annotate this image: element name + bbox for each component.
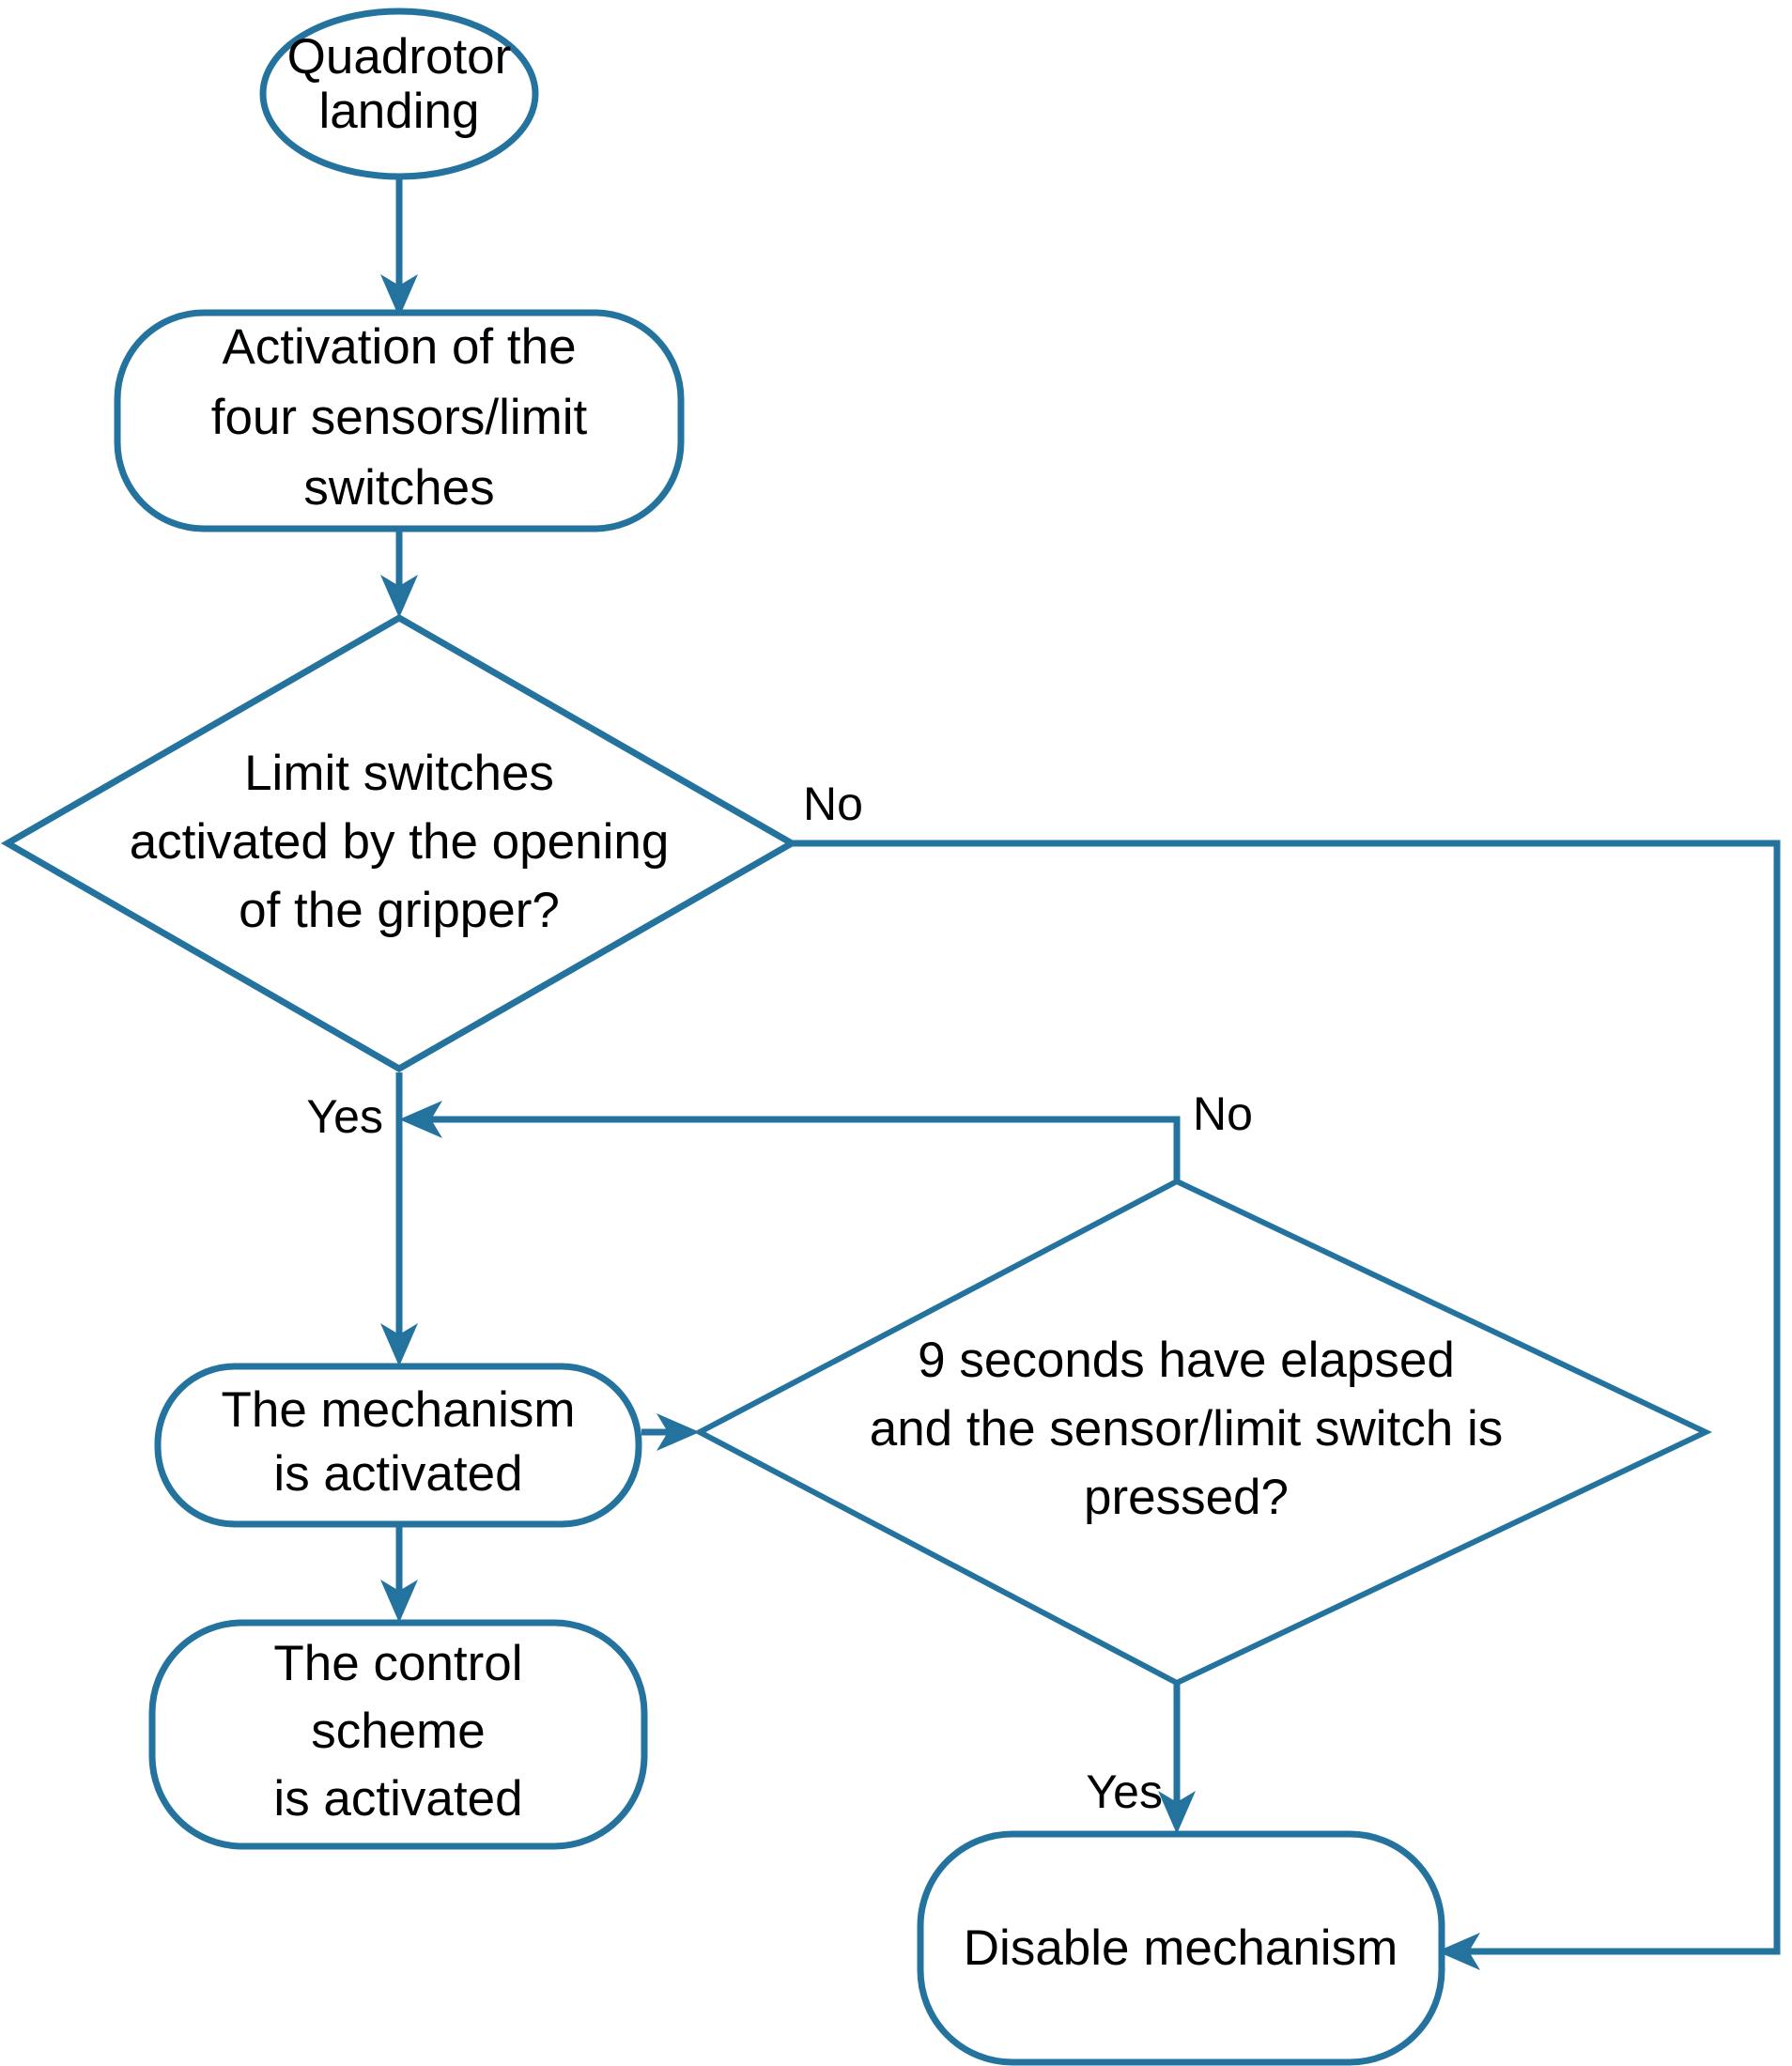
edge-activation-to-limit-decision: [380, 529, 418, 618]
node-control-scheme-line-1: The control: [273, 1636, 522, 1691]
node-timer-decision-line-1: 9 seconds have elapsed: [918, 1333, 1455, 1388]
edge-mechanism-to-timer: [641, 1413, 700, 1451]
edge-timer-decision-yes: [1158, 1683, 1196, 1834]
edge-limit-decision-no: [792, 840, 1781, 1970]
edge-mechanism-to-control-scheme: [380, 1523, 418, 1623]
node-mechanism-activated-line-1: The mechanism: [221, 1382, 575, 1438]
edge-label-timer-no: No: [1193, 1087, 1253, 1140]
node-quadrotor-landing-line-1: Quadrotor: [287, 29, 512, 85]
node-activation-sensors[interactable]: Activation of the four sensors/limit swi…: [114, 309, 685, 532]
node-control-scheme[interactable]: The control scheme is activated: [148, 1619, 648, 1850]
node-limit-switch-decision-line-2: activated by the opening: [130, 814, 670, 870]
edge-label-timer-yes: Yes: [1086, 1765, 1163, 1818]
node-limit-switch-decision[interactable]: Limit switches activated by the opening …: [0, 613, 799, 1073]
node-activation-sensors-line-2: four sensors/limit: [211, 390, 588, 445]
node-timer-decision-line-3: pressed?: [1084, 1470, 1289, 1525]
node-quadrotor-landing[interactable]: Quadrotor landing: [259, 8, 539, 180]
node-disable-mechanism[interactable]: Disable mechanism: [917, 1830, 1445, 2066]
node-mechanism-activated-line-2: is activated: [273, 1446, 522, 1502]
node-activation-sensors-line-1: Activation of the: [222, 319, 576, 375]
node-mechanism-activated[interactable]: The mechanism is activated: [154, 1363, 642, 1528]
node-quadrotor-landing-line-2: landing: [319, 84, 480, 139]
node-control-scheme-line-3: is activated: [273, 1771, 522, 1827]
node-disable-mechanism-label: Disable mechanism: [964, 1920, 1398, 1976]
node-activation-sensors-line-3: switches: [303, 460, 494, 516]
node-limit-switch-decision-line-1: Limit switches: [244, 746, 554, 801]
edge-label-limit-switch-yes: Yes: [306, 1090, 383, 1143]
edge-label-limit-switch-no: No: [803, 778, 863, 830]
node-timer-decision-line-2: and the sensor/limit switch is: [870, 1401, 1504, 1457]
edge-start-to-activation: [380, 174, 418, 317]
edge-limit-decision-yes: [380, 1072, 418, 1366]
node-timer-decision[interactable]: 9 seconds have elapsed and the sensor/li…: [693, 1178, 1713, 1687]
node-limit-switch-decision-line-3: of the gripper?: [239, 883, 560, 938]
node-control-scheme-line-2: scheme: [311, 1704, 486, 1759]
edge-timer-decision-no: [399, 1101, 1181, 1181]
